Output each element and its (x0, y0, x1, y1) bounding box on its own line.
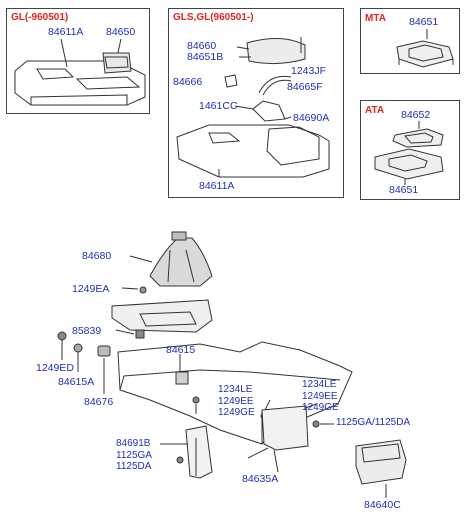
mta-plate-drawing (396, 29, 454, 68)
label-gl-console: 84611A (48, 26, 84, 38)
panel-ata-tag: ATA (365, 105, 385, 116)
label-grommet: 84615A (58, 376, 95, 388)
label-bracket-left-1: 84691B (116, 438, 151, 449)
label-screws-right-2: 1249EE (302, 391, 338, 402)
label-screws-mid-3: 1249GE (218, 407, 255, 418)
label-gls-lid: 84651B (187, 51, 224, 63)
ata-plate-drawing (374, 121, 444, 185)
label-plug: 84676 (84, 396, 114, 408)
label-gls-hinge: 84690A (293, 112, 330, 124)
label-shift-boot: 84680 (82, 250, 112, 262)
label-bracket-left-2: 1125GA (116, 450, 152, 461)
label-gl-tray: 84650 (106, 26, 136, 38)
label-gls-console: 84611A (199, 180, 235, 192)
panel-mta-tag: MTA (365, 13, 386, 24)
label-gls-latch: 84666 (173, 76, 203, 88)
label-tray: 84640C (364, 499, 401, 511)
label-screw-front-right: 1125GA/1125DA (336, 417, 411, 428)
label-screws-mid-2: 1249EE (218, 396, 254, 407)
panel-gl-tag: GL(-960501) (11, 12, 69, 23)
label-screws-mid-1: 1234LE (218, 384, 253, 395)
label-console: 84615 (166, 344, 196, 356)
panel-gls: GLS,GL(960501-) 84660 84651B 1243JF 8466… (168, 8, 344, 198)
label-screws-right-3: 1249GE (302, 402, 339, 413)
label-bracket-left-3: 1125DA (116, 461, 152, 472)
panel-mta: MTA 84651 (360, 8, 460, 74)
label-gls-screw: 1243JF (291, 65, 327, 77)
label-gls-pin: 1461CC (199, 100, 238, 112)
label-clip: 85839 (72, 325, 102, 337)
label-ata-plate: 84651 (389, 184, 419, 196)
label-bracket: 84635A (242, 473, 279, 485)
panel-gl: GL(-960501) 84611A 84650 (6, 8, 150, 114)
gls-console-drawing (176, 37, 330, 178)
label-mta-plate: 84651 (409, 16, 439, 28)
panel-gls-tag: GLS,GL(960501-) (173, 12, 254, 23)
label-screw-left: 1249ED (36, 362, 74, 374)
label-gls-armrest: 84660 (187, 40, 217, 52)
gl-console-drawing (14, 38, 146, 106)
panel-ata: ATA 84652 84651 (360, 100, 460, 200)
label-ata-indicator: 84652 (401, 109, 431, 121)
label-boot-screw: 1249EA (72, 283, 110, 295)
label-screws-right-1: 1234LE (302, 379, 337, 390)
label-gls-strap: 84665F (287, 81, 323, 93)
